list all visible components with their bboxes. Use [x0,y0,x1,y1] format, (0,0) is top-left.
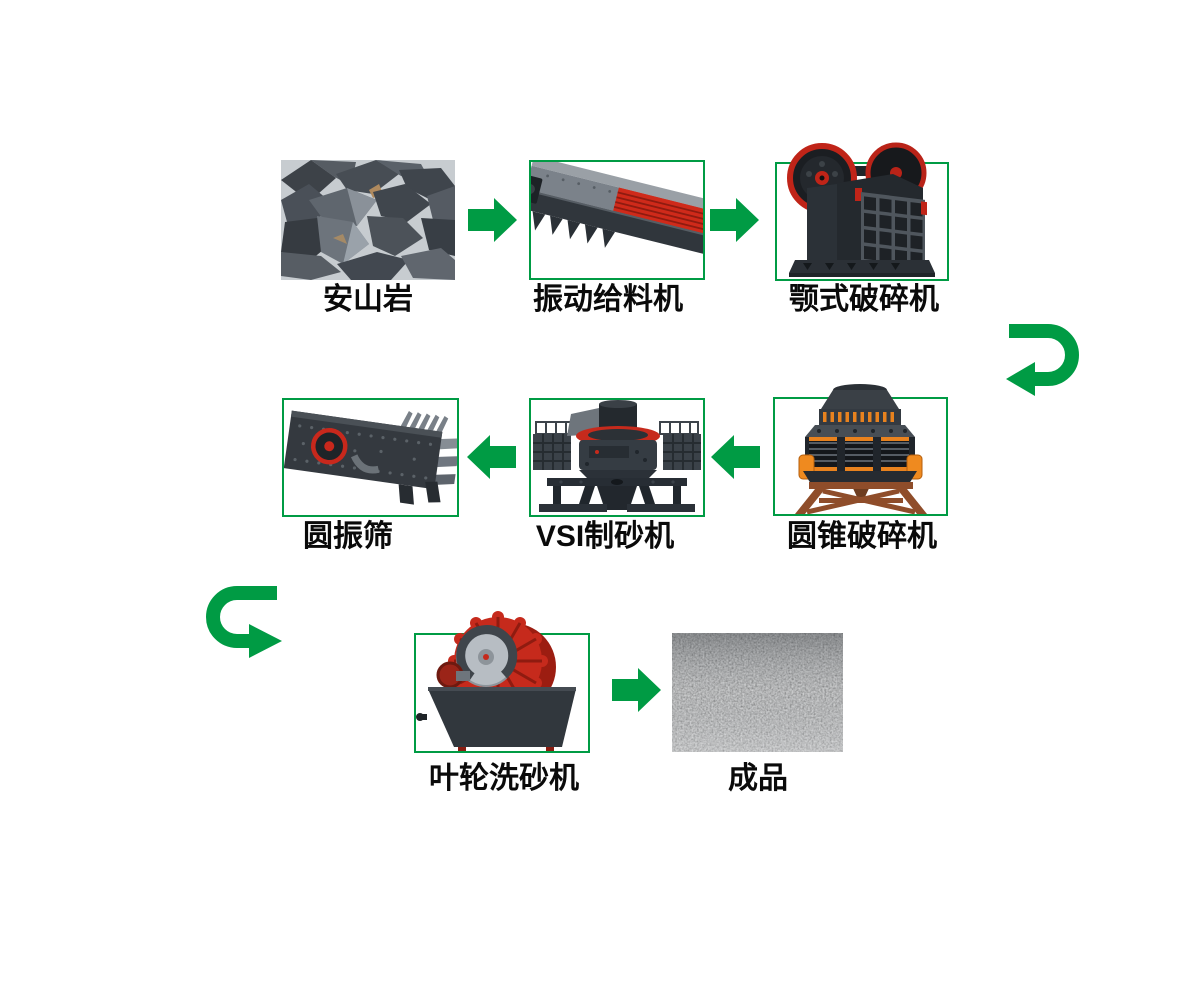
node-impeller-sand-washer [414,611,590,753]
node-cone-crusher [773,384,948,516]
vibrating-feeder-image [531,162,703,255]
circular-vibrating-screen-image [284,410,457,505]
flow-arrow-right-icon [468,197,518,248]
label-jaw-crusher: 颚式破碎机 [789,283,939,316]
flow-arrow-left-icon [710,434,760,485]
node-vsi-sand-maker [529,398,705,517]
flow-arrow-right-icon [612,667,662,718]
cone-crusher-image [795,384,927,514]
node-andesite [281,160,455,280]
label-vibrating-feeder: 振动给料机 [533,283,683,316]
node-jaw-crusher [775,142,949,281]
finished-product-sand-image [672,633,843,752]
node-finished-product [672,633,843,752]
label-impeller-sand-washer: 叶轮洗砂机 [429,762,579,795]
label-finished-product: 成品 [728,762,788,795]
andesite-rock-image [281,160,455,280]
node-circular-vibrating-screen [282,398,459,517]
impeller-sand-washer-image [416,611,576,751]
label-andesite: 安山岩 [323,283,413,316]
u-turn-arrow-right-icon [197,580,287,665]
flow-arrow-left-icon [466,434,516,485]
flow-arrow-right-icon [710,197,760,248]
u-turn-arrow-left-icon [1003,318,1093,403]
label-vsi-sand-maker: VSI制砂机 [535,520,675,553]
label-circular-vibrating-screen: 圆振筛 [303,520,393,553]
jaw-crusher-image [787,142,935,277]
vsi-sand-maker-image [533,400,701,512]
label-cone-crusher: 圆锥破碎机 [787,520,937,553]
node-vibrating-feeder [529,160,705,280]
